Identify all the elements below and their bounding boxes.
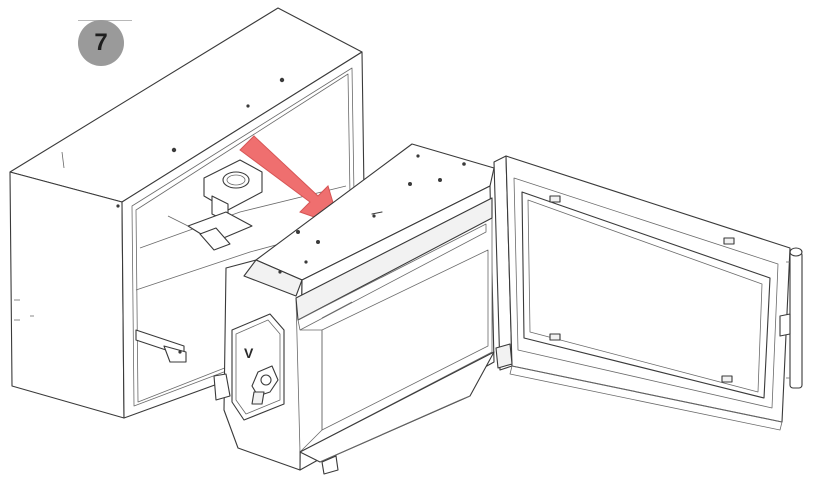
flue-collar-bracket — [167, 159, 263, 251]
step-number-badge: 7 — [78, 20, 124, 66]
door-handle — [779, 247, 803, 389]
control-panel: V — [231, 313, 285, 421]
open-door — [493, 155, 803, 431]
glass-clip — [549, 195, 561, 203]
housing-floor-rail — [135, 329, 187, 363]
glass-clip — [723, 237, 735, 245]
glass-clip — [549, 333, 561, 341]
glass-clip — [721, 375, 733, 383]
firebox-insert — [213, 143, 495, 475]
door-label-v: V — [244, 345, 254, 361]
housing-left-face — [9, 171, 125, 419]
